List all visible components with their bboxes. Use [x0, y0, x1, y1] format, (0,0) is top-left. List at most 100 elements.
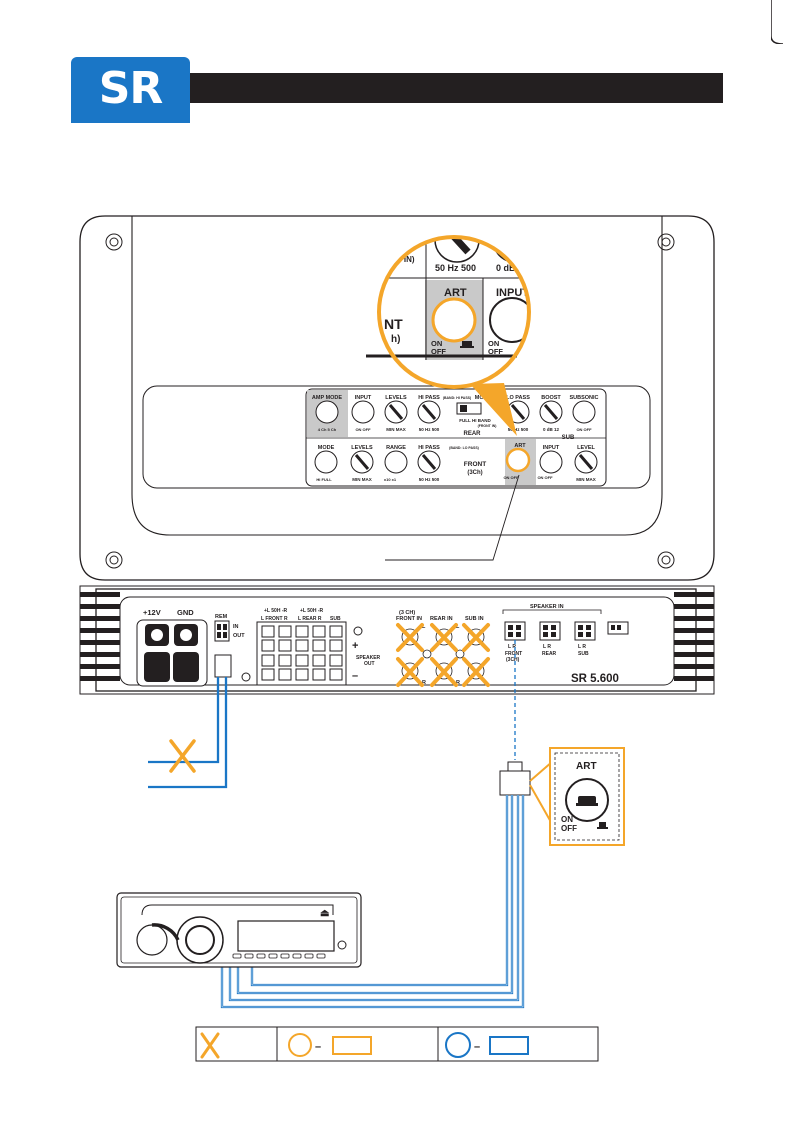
preset-button[interactable] — [232, 953, 242, 959]
preset-button[interactable] — [304, 953, 314, 959]
leader-line — [385, 474, 520, 561]
lopass-label: LO PASS — [506, 395, 530, 401]
speaker-out-label-1: SPEAKER — [356, 655, 381, 661]
model-label: SR 5.600 — [571, 673, 619, 685]
zoom-on: ON — [431, 339, 442, 348]
hipass-sub: 50 Hz 500 — [419, 427, 440, 432]
eject-icon[interactable]: ⏏ — [320, 908, 330, 919]
power-button[interactable] — [337, 940, 347, 950]
art-sub: ON OFF — [503, 475, 519, 480]
input2-knob[interactable] — [539, 450, 563, 474]
remote-x-mark — [169, 739, 196, 773]
preset-button[interactable] — [292, 953, 302, 959]
heatsink-fins-right — [674, 592, 714, 681]
remote-wires — [148, 677, 228, 789]
front-label: FRONT — [464, 461, 486, 468]
hipass2-label: HI PASS — [418, 445, 440, 451]
spk-front-label: L FRONT R — [261, 616, 288, 622]
display-screen — [237, 920, 335, 952]
subsonic-label: SUBSONIC — [569, 395, 598, 401]
spkin-rear-label: REAR — [542, 651, 557, 657]
legend-dash-2: – — [474, 1041, 480, 1053]
spkin-front-label: FRONT — [505, 651, 522, 657]
rca-r-2: R — [456, 680, 460, 686]
speaker-in-sub[interactable] — [574, 621, 596, 641]
amp-mode-knob[interactable] — [315, 400, 339, 424]
amp-mode-sub: 4 Ch 5 Ch — [318, 427, 337, 432]
zoom-input-label: INPUT — [496, 287, 529, 299]
preset-button[interactable] — [316, 953, 326, 959]
front-group-label: +L 50H -R — [264, 608, 287, 614]
spkin-rear-lr: L R — [543, 644, 551, 650]
preset-button[interactable] — [268, 953, 278, 959]
range-knob[interactable] — [384, 450, 408, 474]
zoom-art-knob[interactable] — [431, 297, 477, 343]
mode2-knob[interactable] — [314, 450, 338, 474]
input-label: INPUT — [355, 395, 372, 401]
speaker-in-front[interactable] — [504, 621, 526, 641]
heatsink-fins-left — [80, 592, 120, 681]
header-bar — [190, 73, 723, 103]
preset-button[interactable] — [244, 953, 254, 959]
subsonic-knob[interactable] — [572, 400, 596, 424]
mode-sub: FULL HI BAND — [459, 418, 491, 423]
art-callout-box: ART ON OFF — [549, 747, 625, 846]
control-panel: AMP MODE INPUT LEVELS HI PASS MODE LO PA… — [305, 388, 607, 487]
input-sub: ON OFF — [355, 427, 371, 432]
levels2-label: LEVELS — [351, 445, 373, 451]
preset-button[interactable] — [256, 953, 266, 959]
hipass-note: (BAND: HI PASS) — [443, 396, 471, 400]
minus-mark: – — [352, 670, 358, 682]
legend: – – — [195, 1026, 599, 1062]
spkin-front-3ch: (3CH) — [506, 657, 520, 663]
speaker-out-label-2: OUT — [364, 661, 375, 667]
level-sub: MIN MAX — [576, 477, 596, 482]
hipass2-sub: 50 Hz 500 — [419, 477, 440, 482]
zoom-off-2: OFF — [488, 347, 503, 356]
rem-in-label: IN — [233, 624, 239, 630]
screw-icon — [105, 551, 123, 569]
front-ch: (3Ch) — [467, 470, 482, 476]
art-zoom-callout: D NT IN) 50 Hz 500 0 dB NT h) ART INPUT … — [377, 235, 534, 436]
input-knob[interactable] — [351, 400, 375, 424]
hipass2-note: (BAND: LO PASS) — [449, 446, 479, 450]
callout-art-label: ART — [576, 761, 597, 772]
power-12v-label: +12V — [143, 608, 161, 617]
mode2-label: MODE — [318, 445, 335, 451]
rca-r-1: R — [422, 680, 426, 686]
amp-mode-label: AMP MODE — [312, 395, 342, 401]
hipass-label: HI PASS — [418, 395, 440, 401]
levels-label: LEVELS — [385, 395, 407, 401]
screw-icon — [657, 551, 675, 569]
page-corner-mark — [771, 0, 783, 44]
legend-x-icon — [200, 1032, 220, 1059]
screw-icon — [105, 233, 123, 251]
plus-mark: + — [352, 640, 358, 652]
screw-icon — [657, 233, 675, 251]
subsonic-sub: ON OFF — [576, 427, 592, 432]
zoom-cut-4: 0 dB — [496, 263, 516, 273]
range-sub: x10 x1 — [384, 477, 397, 482]
mode-switch[interactable] — [456, 402, 482, 415]
zoom-cut-5: NT — [384, 316, 403, 332]
speaker-in-rear[interactable] — [539, 621, 561, 641]
rca-front-label: FRONT IN — [396, 616, 422, 622]
sub-label: SUB — [562, 435, 575, 441]
spkin-sub-lr: L R — [578, 644, 586, 650]
legend-blue-circle-icon — [445, 1032, 471, 1058]
head-unit: ⏏ — [116, 892, 362, 968]
zoom-art-label: ART — [444, 287, 467, 299]
mode2-sub: HI FULL — [316, 477, 332, 482]
preset-button[interactable] — [280, 953, 290, 959]
lopass-sub: 50 Hz 500 — [508, 427, 529, 432]
zoom-input-knob[interactable] — [489, 297, 534, 343]
level-label: LEVEL — [577, 445, 595, 451]
legend-orange-rect-icon — [332, 1036, 372, 1055]
legend-orange-circle-icon — [288, 1033, 312, 1057]
front-note: (FRONT IN) — [478, 424, 497, 428]
legend-blue-rect-icon — [489, 1036, 529, 1055]
art-knob[interactable] — [505, 447, 531, 473]
rca-rear-label: REAR IN — [430, 616, 453, 622]
rear-group-label: +L 50H -R — [300, 608, 323, 614]
